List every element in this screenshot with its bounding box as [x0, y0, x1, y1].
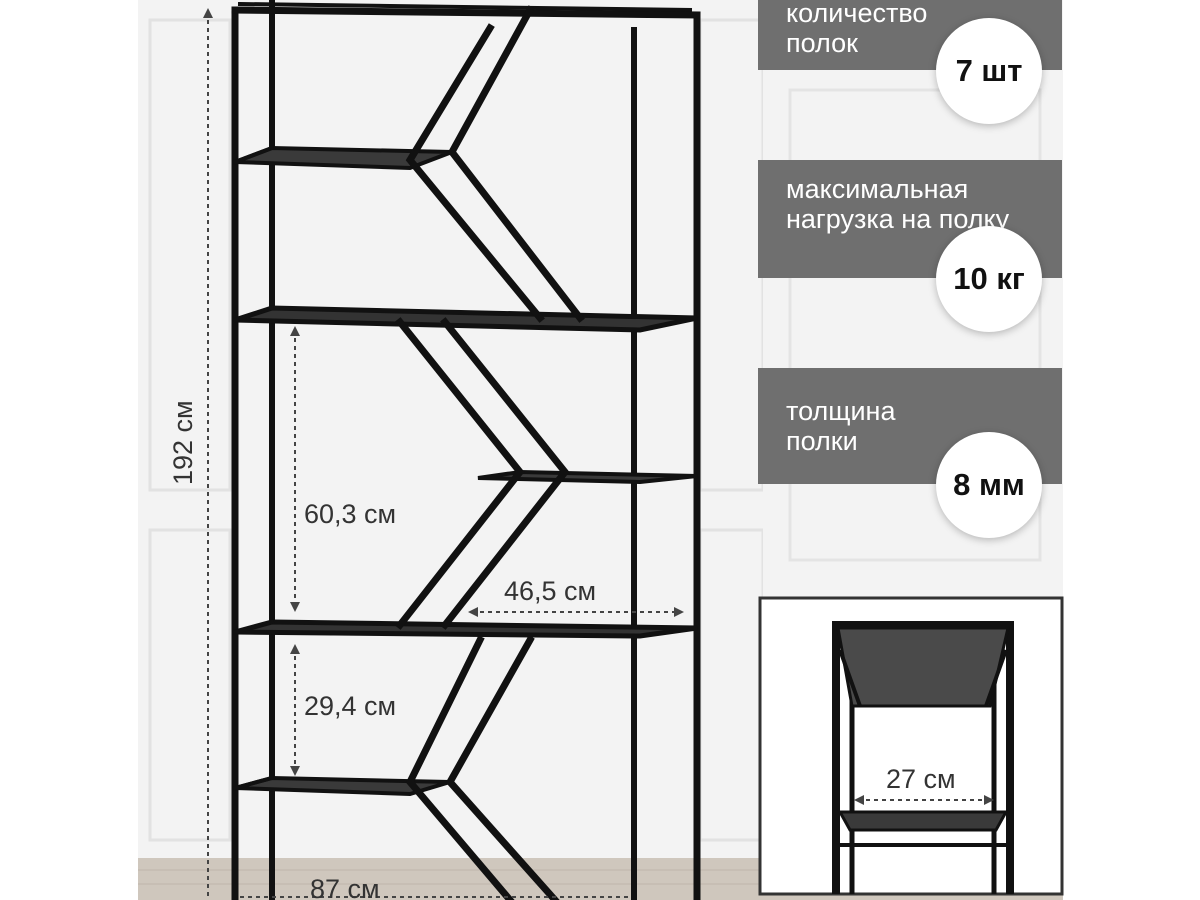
wall-background: [138, 0, 763, 860]
dimension-arrows: [203, 8, 684, 776]
spec-max-load-value: 10 кг: [936, 226, 1042, 332]
height-label: 192 см: [168, 400, 198, 485]
spec-thickness-value: 8 мм: [936, 432, 1042, 538]
side-view-inset: 27 см: [758, 596, 1064, 896]
spec-shelf-count-value: 7 шт: [936, 18, 1042, 124]
spec-max-load-label: максимальная нагрузка на полку: [786, 174, 1010, 234]
half-width-label: 46,5 см: [504, 576, 596, 606]
shelf-gap-large-label: 60,3 см: [304, 499, 396, 529]
spec-thickness-label: толщина полки: [786, 396, 896, 456]
zigzag-dividers: [395, 5, 585, 900]
shelving-unit: [231, 0, 701, 900]
width-label: 87 см: [310, 874, 380, 900]
shelf-gap-small-label: 29,4 см: [304, 691, 396, 721]
shelf-glass: [477, 469, 698, 485]
dimension-lines: [207, 12, 680, 900]
depth-label: 27 см: [886, 764, 956, 794]
spec-shelf-count-label: количество полок: [786, 0, 928, 58]
